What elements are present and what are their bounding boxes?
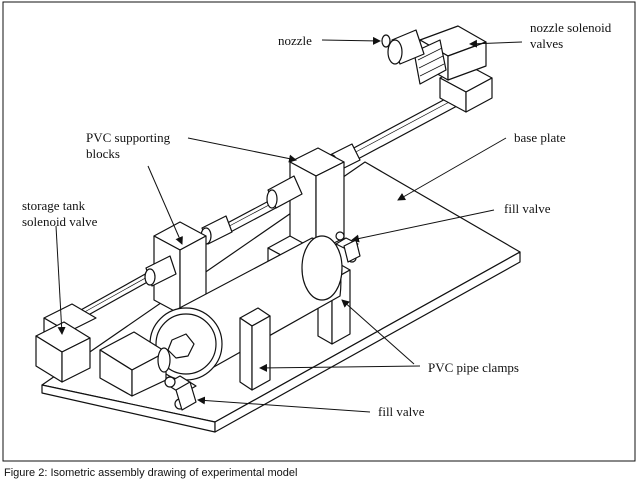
label-nozzle-solenoid-line2: valves [530,36,563,51]
label-pvc-blocks-line1: PVC supporting [86,130,171,145]
fill-valve-bottom [164,375,197,411]
fill-valve-top [335,231,361,263]
label-pvc-blocks-line2: blocks [86,146,120,161]
label-storage-line2: solenoid valve [22,214,98,229]
figure-caption: Figure 2: Isometric assembly drawing of … [4,467,297,479]
label-fill-valve-bottom: fill valve [378,404,425,419]
storage-tank [149,235,343,381]
label-nozzle-solenoid-line1: nozzle solenoid [530,20,612,35]
nozzle [381,29,425,65]
storage-tank-solenoid-valve [35,303,171,397]
label-fill-valve-top: fill valve [504,201,551,216]
label-storage-line1: storage tank [22,198,86,213]
label-pvc-pipe-clamps: PVC pipe clamps [428,360,519,375]
label-base-plate: base plate [514,130,566,145]
lower-fitting [144,255,177,287]
leader-lines [55,36,523,413]
figure-frame [2,1,636,462]
nozzle-solenoid-valves [413,25,493,113]
pvc-pipe-clamp-front [239,307,271,391]
label-nozzle: nozzle [278,33,312,48]
